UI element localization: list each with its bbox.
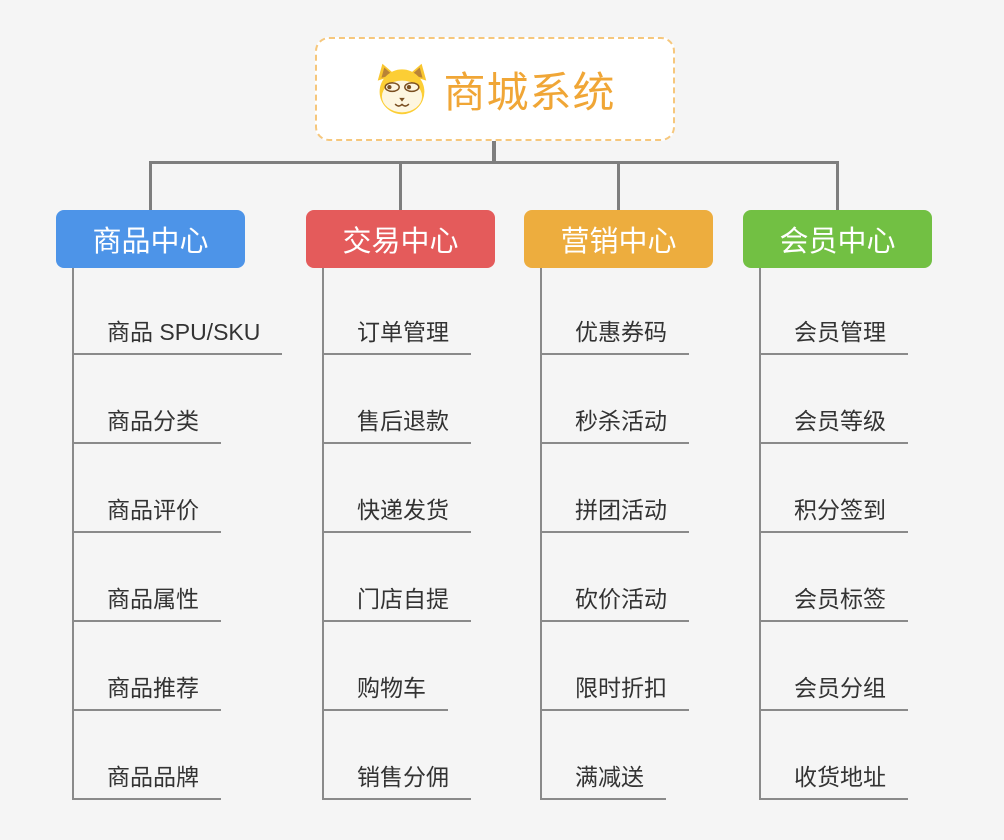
branch-children-marketing-center: 优惠券码 秒杀活动 拼团活动 砍价活动 限时折扣 满减送 bbox=[540, 268, 689, 800]
branch-children-member-center: 会员管理 会员等级 积分签到 会员标签 会员分组 收货地址 bbox=[759, 268, 908, 800]
subtopic-item[interactable]: 商品品牌 bbox=[74, 711, 221, 800]
connector-drop-product bbox=[149, 161, 152, 210]
branch-children-trade-center: 订单管理 售后退款 快递发货 门店自提 购物车 销售分佣 bbox=[322, 268, 471, 800]
subtopic-item[interactable]: 商品 SPU/SKU bbox=[74, 268, 283, 355]
branch-children-product-center: 商品 SPU/SKU 商品分类 商品评价 商品属性 商品推荐 商品品牌 bbox=[72, 268, 283, 800]
branch-topic-member-center[interactable]: 会员中心 bbox=[743, 210, 932, 268]
subtopic-item[interactable]: 会员等级 bbox=[761, 355, 908, 444]
branch-topic-product-center[interactable]: 商品中心 bbox=[56, 210, 245, 268]
root-topic[interactable]: 商城系统 bbox=[315, 37, 675, 141]
subtopic-item[interactable]: 会员标签 bbox=[761, 533, 908, 622]
branch-topic-trade-center[interactable]: 交易中心 bbox=[306, 210, 495, 268]
connector-drop-marketing bbox=[617, 161, 620, 210]
connector-drop-trade bbox=[399, 161, 402, 210]
branch-topic-marketing-center[interactable]: 营销中心 bbox=[524, 210, 713, 268]
subtopic-item[interactable]: 门店自提 bbox=[324, 533, 471, 622]
subtopic-item[interactable]: 会员分组 bbox=[761, 622, 908, 711]
subtopic-item[interactable]: 销售分佣 bbox=[324, 711, 471, 800]
subtopic-item[interactable]: 商品分类 bbox=[74, 355, 221, 444]
subtopic-item[interactable]: 优惠券码 bbox=[542, 268, 689, 355]
subtopic-item[interactable]: 快递发货 bbox=[324, 444, 471, 533]
subtopic-item[interactable]: 砍价活动 bbox=[542, 533, 689, 622]
root-topic-title: 商城系统 bbox=[443, 68, 616, 116]
connector-drop-member bbox=[836, 161, 839, 210]
subtopic-item[interactable]: 秒杀活动 bbox=[542, 355, 689, 444]
subtopic-item[interactable]: 收货地址 bbox=[761, 711, 908, 800]
shiba-dog-icon bbox=[378, 63, 427, 115]
subtopic-item[interactable]: 积分签到 bbox=[761, 444, 908, 533]
subtopic-item[interactable]: 订单管理 bbox=[324, 268, 471, 355]
subtopic-item[interactable]: 商品推荐 bbox=[74, 622, 221, 711]
subtopic-item[interactable]: 限时折扣 bbox=[542, 622, 689, 711]
subtopic-item[interactable]: 售后退款 bbox=[324, 355, 471, 444]
connector-root-stub bbox=[492, 141, 496, 162]
subtopic-item[interactable]: 商品属性 bbox=[74, 533, 221, 622]
subtopic-item[interactable]: 购物车 bbox=[324, 622, 448, 711]
subtopic-item[interactable]: 会员管理 bbox=[761, 268, 908, 355]
connector-horizontal-bar bbox=[149, 161, 839, 164]
subtopic-item[interactable]: 拼团活动 bbox=[542, 444, 689, 533]
subtopic-item[interactable]: 满减送 bbox=[542, 711, 666, 800]
subtopic-item[interactable]: 商品评价 bbox=[74, 444, 221, 533]
